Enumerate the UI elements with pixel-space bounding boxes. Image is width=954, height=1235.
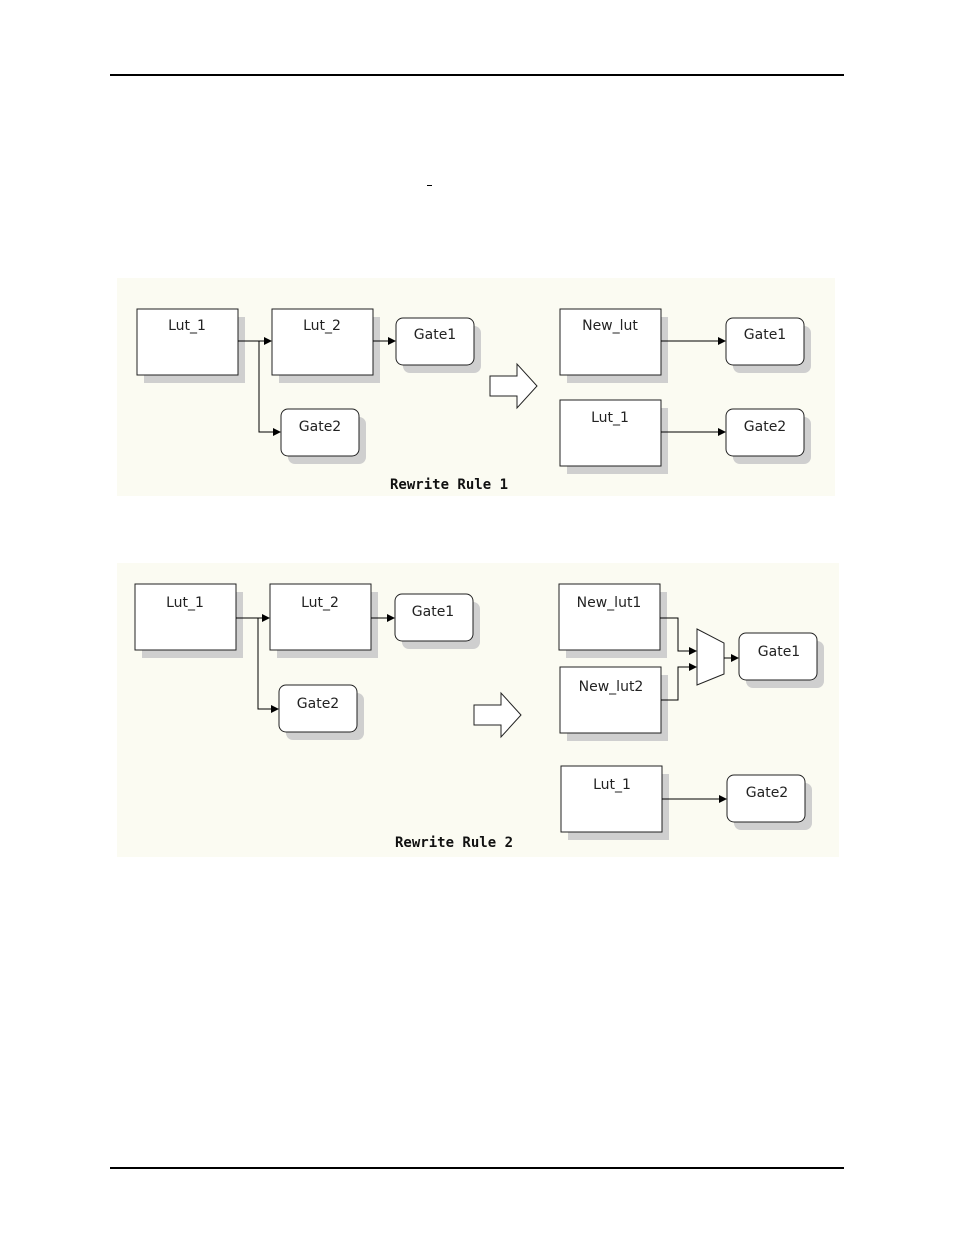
header-rule — [110, 74, 844, 76]
d2-left-gate1-box — [395, 594, 480, 649]
d1-left-gate1-label: Gate1 — [414, 327, 456, 343]
d1-right-gate1-label: Gate1 — [744, 327, 786, 343]
d1-right-lut1-label: Lut_1 — [591, 410, 629, 426]
d2-mux-icon — [697, 629, 724, 685]
d2-left-gate2-box — [279, 685, 364, 740]
d2-right-gate1-box — [739, 633, 824, 688]
d1-right-gate2-label: Gate2 — [744, 419, 786, 435]
rewrite-rule-1-svg: Lut_1 Lut_2 Gate1 Gate2 New_lut — [117, 278, 835, 496]
d1-right-gate2-box — [726, 409, 811, 464]
d1-caption: Rewrite Rule 1 — [390, 477, 508, 493]
stray-mark — [427, 185, 432, 186]
rewrite-rule-1-diagram: Lut_1 Lut_2 Gate1 Gate2 New_lut — [117, 278, 835, 496]
d2-left-lut2-label: Lut_2 — [301, 595, 339, 611]
d2-right-newlut2-label: New_lut2 — [579, 679, 644, 695]
d1-left-lut2-label: Lut_2 — [303, 318, 341, 334]
d2-right-newlut1-label: New_lut1 — [577, 595, 642, 611]
rewrite-rule-2-svg: Lut_1 Lut_2 Gate1 Gate2 New_lut1 — [117, 563, 839, 857]
d2-right-gate1-label: Gate1 — [758, 644, 800, 660]
d1-left-lut1-label: Lut_1 — [168, 318, 206, 334]
rewrite-rule-2-diagram: Lut_1 Lut_2 Gate1 Gate2 New_lut1 — [117, 563, 839, 857]
d1-transform-arrow-icon — [490, 364, 537, 408]
d1-left-gate2-box — [281, 409, 366, 464]
d2-caption: Rewrite Rule 2 — [395, 835, 513, 851]
d2-left-lut1-label: Lut_1 — [166, 595, 204, 611]
d2-right-gate2-box — [727, 775, 812, 830]
d1-left-gate2-label: Gate2 — [299, 419, 341, 435]
d2-right-lut1-label: Lut_1 — [593, 777, 631, 793]
footer-rule — [110, 1167, 844, 1169]
d2-right-gate2-label: Gate2 — [746, 785, 788, 801]
d2-left-gate1-label: Gate1 — [412, 604, 454, 620]
d1-right-newlut-label: New_lut — [582, 318, 638, 334]
d2-transform-arrow-icon — [474, 693, 521, 737]
d2-left-gate2-label: Gate2 — [297, 696, 339, 712]
